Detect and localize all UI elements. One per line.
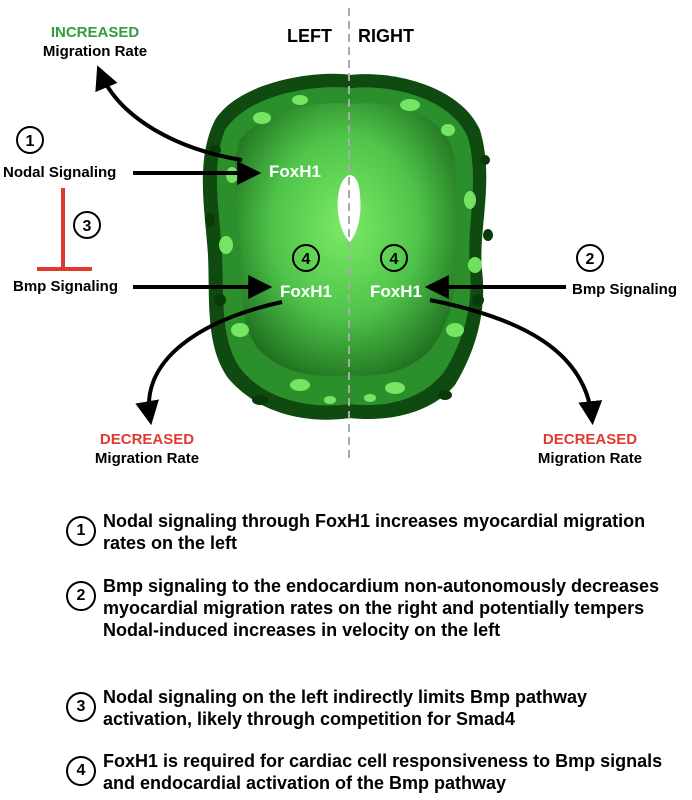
marker-2: 2 [576,244,604,272]
legend-number: 1 [66,516,96,546]
inhibition-bar [37,188,92,271]
marker-4-right: 4 [380,244,408,272]
migration-rate-left-label: Migration Rate [95,450,199,467]
svg-text:4: 4 [390,251,399,268]
legend-text: Nodal signaling through FoxH1 increases … [103,511,646,553]
foxh1-right-label: FoxH1 [370,282,422,301]
legend-number: 3 [66,692,96,722]
migration-rate-top-label: Migration Rate [43,43,147,60]
heart-tissue-image [202,73,493,420]
svg-text:1: 1 [26,133,35,150]
nodal-signaling-label: Nodal Signaling [3,164,116,181]
increased-label: INCREASED [51,24,140,41]
svg-text:3: 3 [83,218,92,235]
tissue-speckles [219,95,482,404]
arrow-foxh1-to-increased [95,65,243,162]
arrow-foxh1-to-decreased-left [135,300,283,426]
migration-rate-right-label: Migration Rate [538,450,642,467]
legend-text: FoxH1 is required for cardiac cell respo… [103,751,663,793]
marker-4-left: 4 [292,244,320,272]
left-side-label: LEFT [287,26,332,46]
decreased-left-label: DECREASED [100,431,194,448]
arrow-foxh1-to-decreased-right [429,298,603,426]
marker-3: 3 [73,211,101,239]
svg-text:4: 4 [302,251,311,268]
tissue-dark-spots [205,145,493,405]
marker-1: 1 [16,126,44,154]
foxh1-top-label: FoxH1 [269,162,321,181]
legend-number: 2 [66,581,96,611]
decreased-right-label: DECREASED [543,431,637,448]
bmp-signaling-right-label: Bmp Signaling [572,281,677,298]
svg-text:2: 2 [586,251,595,268]
legend-text: Bmp signaling to the endocardium non-aut… [103,576,660,640]
bmp-signaling-left-label: Bmp Signaling [13,278,118,295]
foxh1-left-label: FoxH1 [280,282,332,301]
legend-number: 4 [66,756,96,786]
right-side-label: RIGHT [358,26,414,46]
tissue-bright-core [234,103,457,377]
legend-text: Nodal signaling on the left indirectly l… [103,687,588,729]
